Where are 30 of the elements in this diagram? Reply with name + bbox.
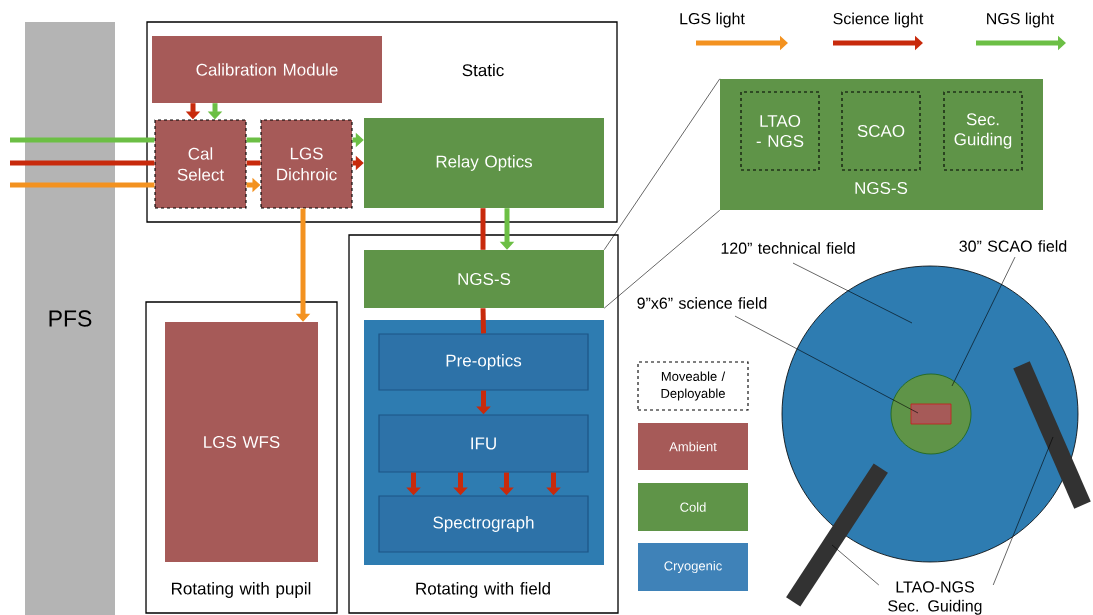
field-label: 30” SCAO field xyxy=(959,240,1067,252)
component-box: LTAO - NGS xyxy=(740,91,820,171)
component-box: Relay Optics xyxy=(364,118,604,208)
component-box: LGS Dichroic xyxy=(260,119,353,209)
legend-label: LGS light xyxy=(680,12,745,28)
leader-line xyxy=(831,544,880,586)
leader-line xyxy=(951,256,1016,387)
vertical-bar: PFS xyxy=(25,22,115,615)
component-box: Pre-optics xyxy=(378,333,589,391)
zoom-line xyxy=(603,78,721,251)
legend-label: Science light xyxy=(833,12,924,28)
component-box: Cal Select xyxy=(154,119,247,209)
component-box: Spectrograph xyxy=(378,495,589,553)
probe-arm xyxy=(786,463,888,607)
legend-label: NGS light xyxy=(987,12,1055,28)
component-box: SCAO xyxy=(841,91,921,171)
component-box: LGS WFS xyxy=(165,322,318,562)
zoom-line xyxy=(603,209,721,309)
component-box: IFU xyxy=(378,414,589,473)
leader-line xyxy=(792,262,913,324)
probe-arm xyxy=(1013,361,1091,509)
component-box: Calibration Module xyxy=(152,36,382,103)
leader-line xyxy=(734,315,919,414)
field-label: LTAO-NGS Sec. Guiding xyxy=(888,581,982,615)
component-box: NGS-S xyxy=(364,250,604,308)
component-box: Sec. Guiding xyxy=(943,91,1023,171)
field-label: 9”x6” science field xyxy=(637,297,767,309)
leader-line xyxy=(992,436,1054,586)
science-field-rect xyxy=(910,403,952,425)
field-label: 120” technical field xyxy=(721,242,855,254)
